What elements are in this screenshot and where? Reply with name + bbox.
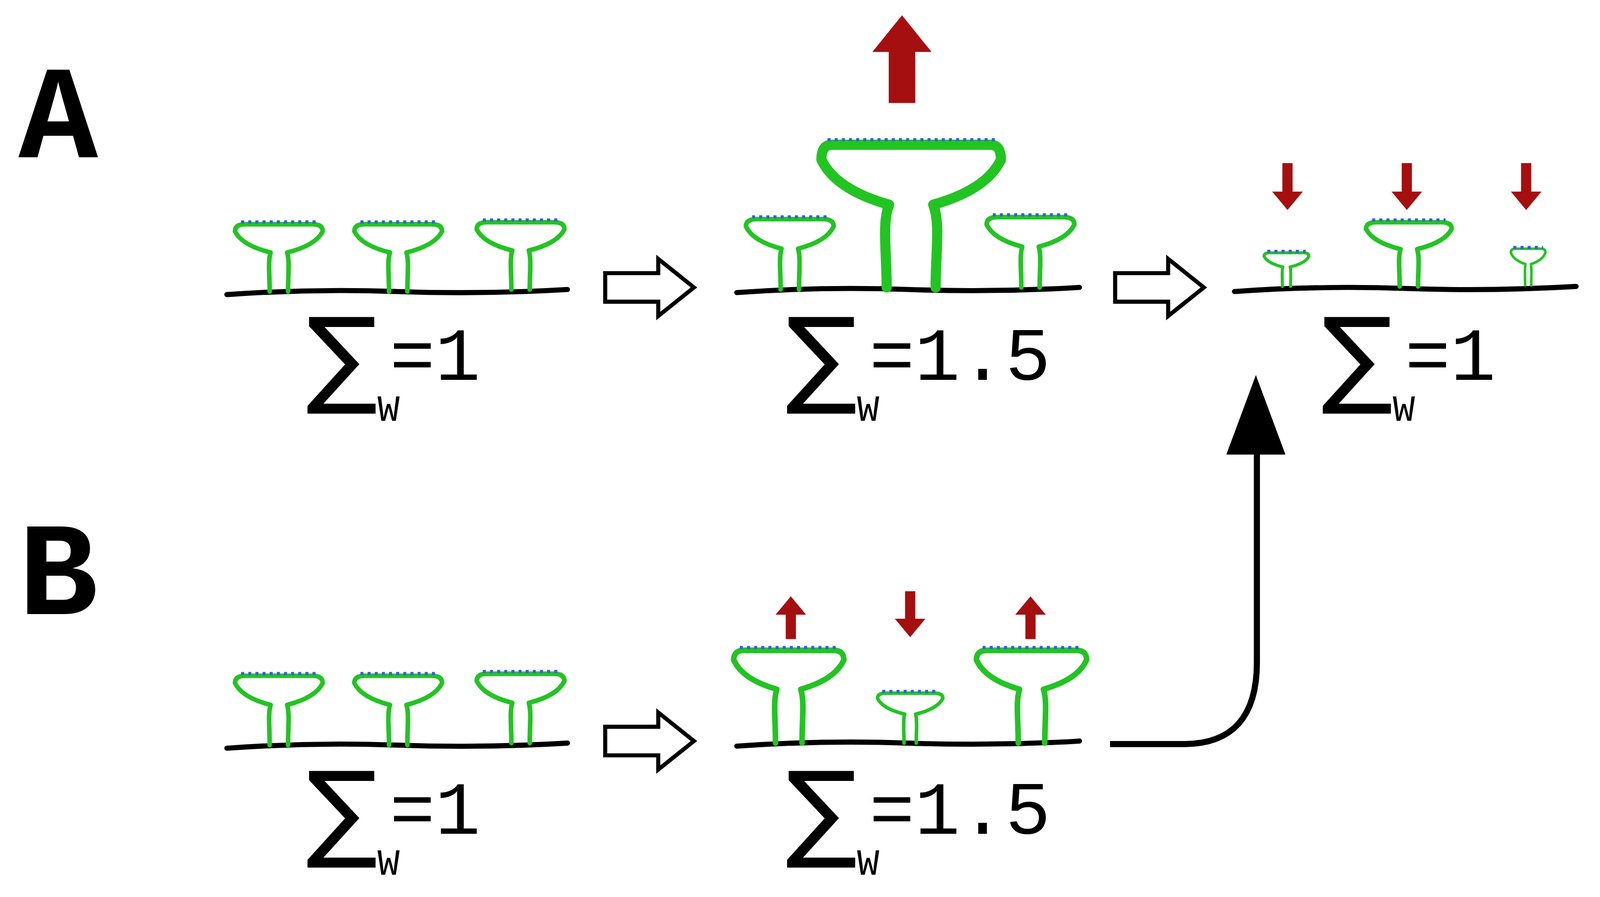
sum-subscript: W [857, 393, 880, 430]
dendritic-spine [986, 217, 1075, 288]
sum-symbol: ∑ [1321, 303, 1394, 411]
increase-arrow [1015, 596, 1046, 640]
sum-subscript: W [377, 393, 400, 430]
step-arrow [605, 259, 694, 317]
return-arrow [1110, 438, 1257, 745]
step-arrow [1115, 259, 1204, 317]
dendrite-line [227, 289, 568, 296]
receptor-dots [360, 220, 437, 224]
receptor-dots [982, 646, 1081, 650]
sum-value: =1.5 [869, 322, 1051, 399]
receptor-dots [1513, 246, 1543, 250]
receptor-dots [482, 218, 559, 222]
dendritic-spine [733, 650, 844, 744]
dendritic-spine [1366, 222, 1452, 287]
decrease-arrow [1510, 163, 1542, 210]
receptor-dots [882, 690, 939, 694]
sum-value: =1.5 [869, 776, 1051, 853]
dendritic-spine [877, 693, 943, 744]
decrease-arrow [1391, 163, 1423, 210]
receptor-dots [992, 213, 1069, 217]
panel-letter: A [18, 55, 98, 189]
dendritic-spine [476, 222, 565, 290]
dendrite-line [227, 743, 568, 749]
sum-symbol: ∑ [305, 758, 378, 865]
dendritic-spine [976, 650, 1087, 744]
receptor-dots [482, 670, 559, 674]
receptor-dots [360, 672, 437, 676]
dendritic-spine [1264, 253, 1310, 287]
sum-value: =1 [389, 322, 481, 399]
increase-arrow [775, 596, 807, 640]
dendritic-spine [821, 144, 1001, 288]
dendrite-line [736, 287, 1080, 293]
dendrite-line [736, 741, 1080, 747]
decrease-arrow [1272, 163, 1303, 210]
receptor-dots [1267, 249, 1306, 254]
receptor-dots [241, 220, 317, 224]
dendritic-spine [354, 676, 442, 746]
return-arrow-head [1226, 375, 1286, 455]
sum-symbol: ∑ [305, 303, 378, 411]
sum-symbol: ∑ [785, 303, 858, 411]
dendritic-spine [234, 224, 323, 292]
sum-value: =1 [1405, 322, 1496, 399]
sum-subscript: W [857, 847, 880, 884]
receptor-dots [739, 646, 838, 650]
increase-arrow [872, 15, 932, 104]
sum-symbol: ∑ [785, 758, 858, 865]
step-arrow [605, 712, 694, 770]
panel-letter: B [18, 513, 98, 647]
dendritic-spine [1510, 248, 1546, 286]
decrease-arrow [894, 591, 926, 638]
sum-value: =1 [389, 776, 481, 853]
receptor-dots [752, 215, 828, 219]
dendritic-spine [746, 219, 834, 290]
sum-subscript: W [377, 847, 400, 884]
dendritic-spine [354, 224, 442, 292]
dendritic-spine [476, 674, 565, 744]
dendrite-line [1234, 286, 1577, 292]
dendritic-spine [234, 676, 323, 746]
receptor-dots [1372, 218, 1447, 222]
receptor-dots [827, 138, 995, 142]
receptor-dots [241, 672, 317, 676]
sum-subscript: W [1392, 393, 1415, 430]
